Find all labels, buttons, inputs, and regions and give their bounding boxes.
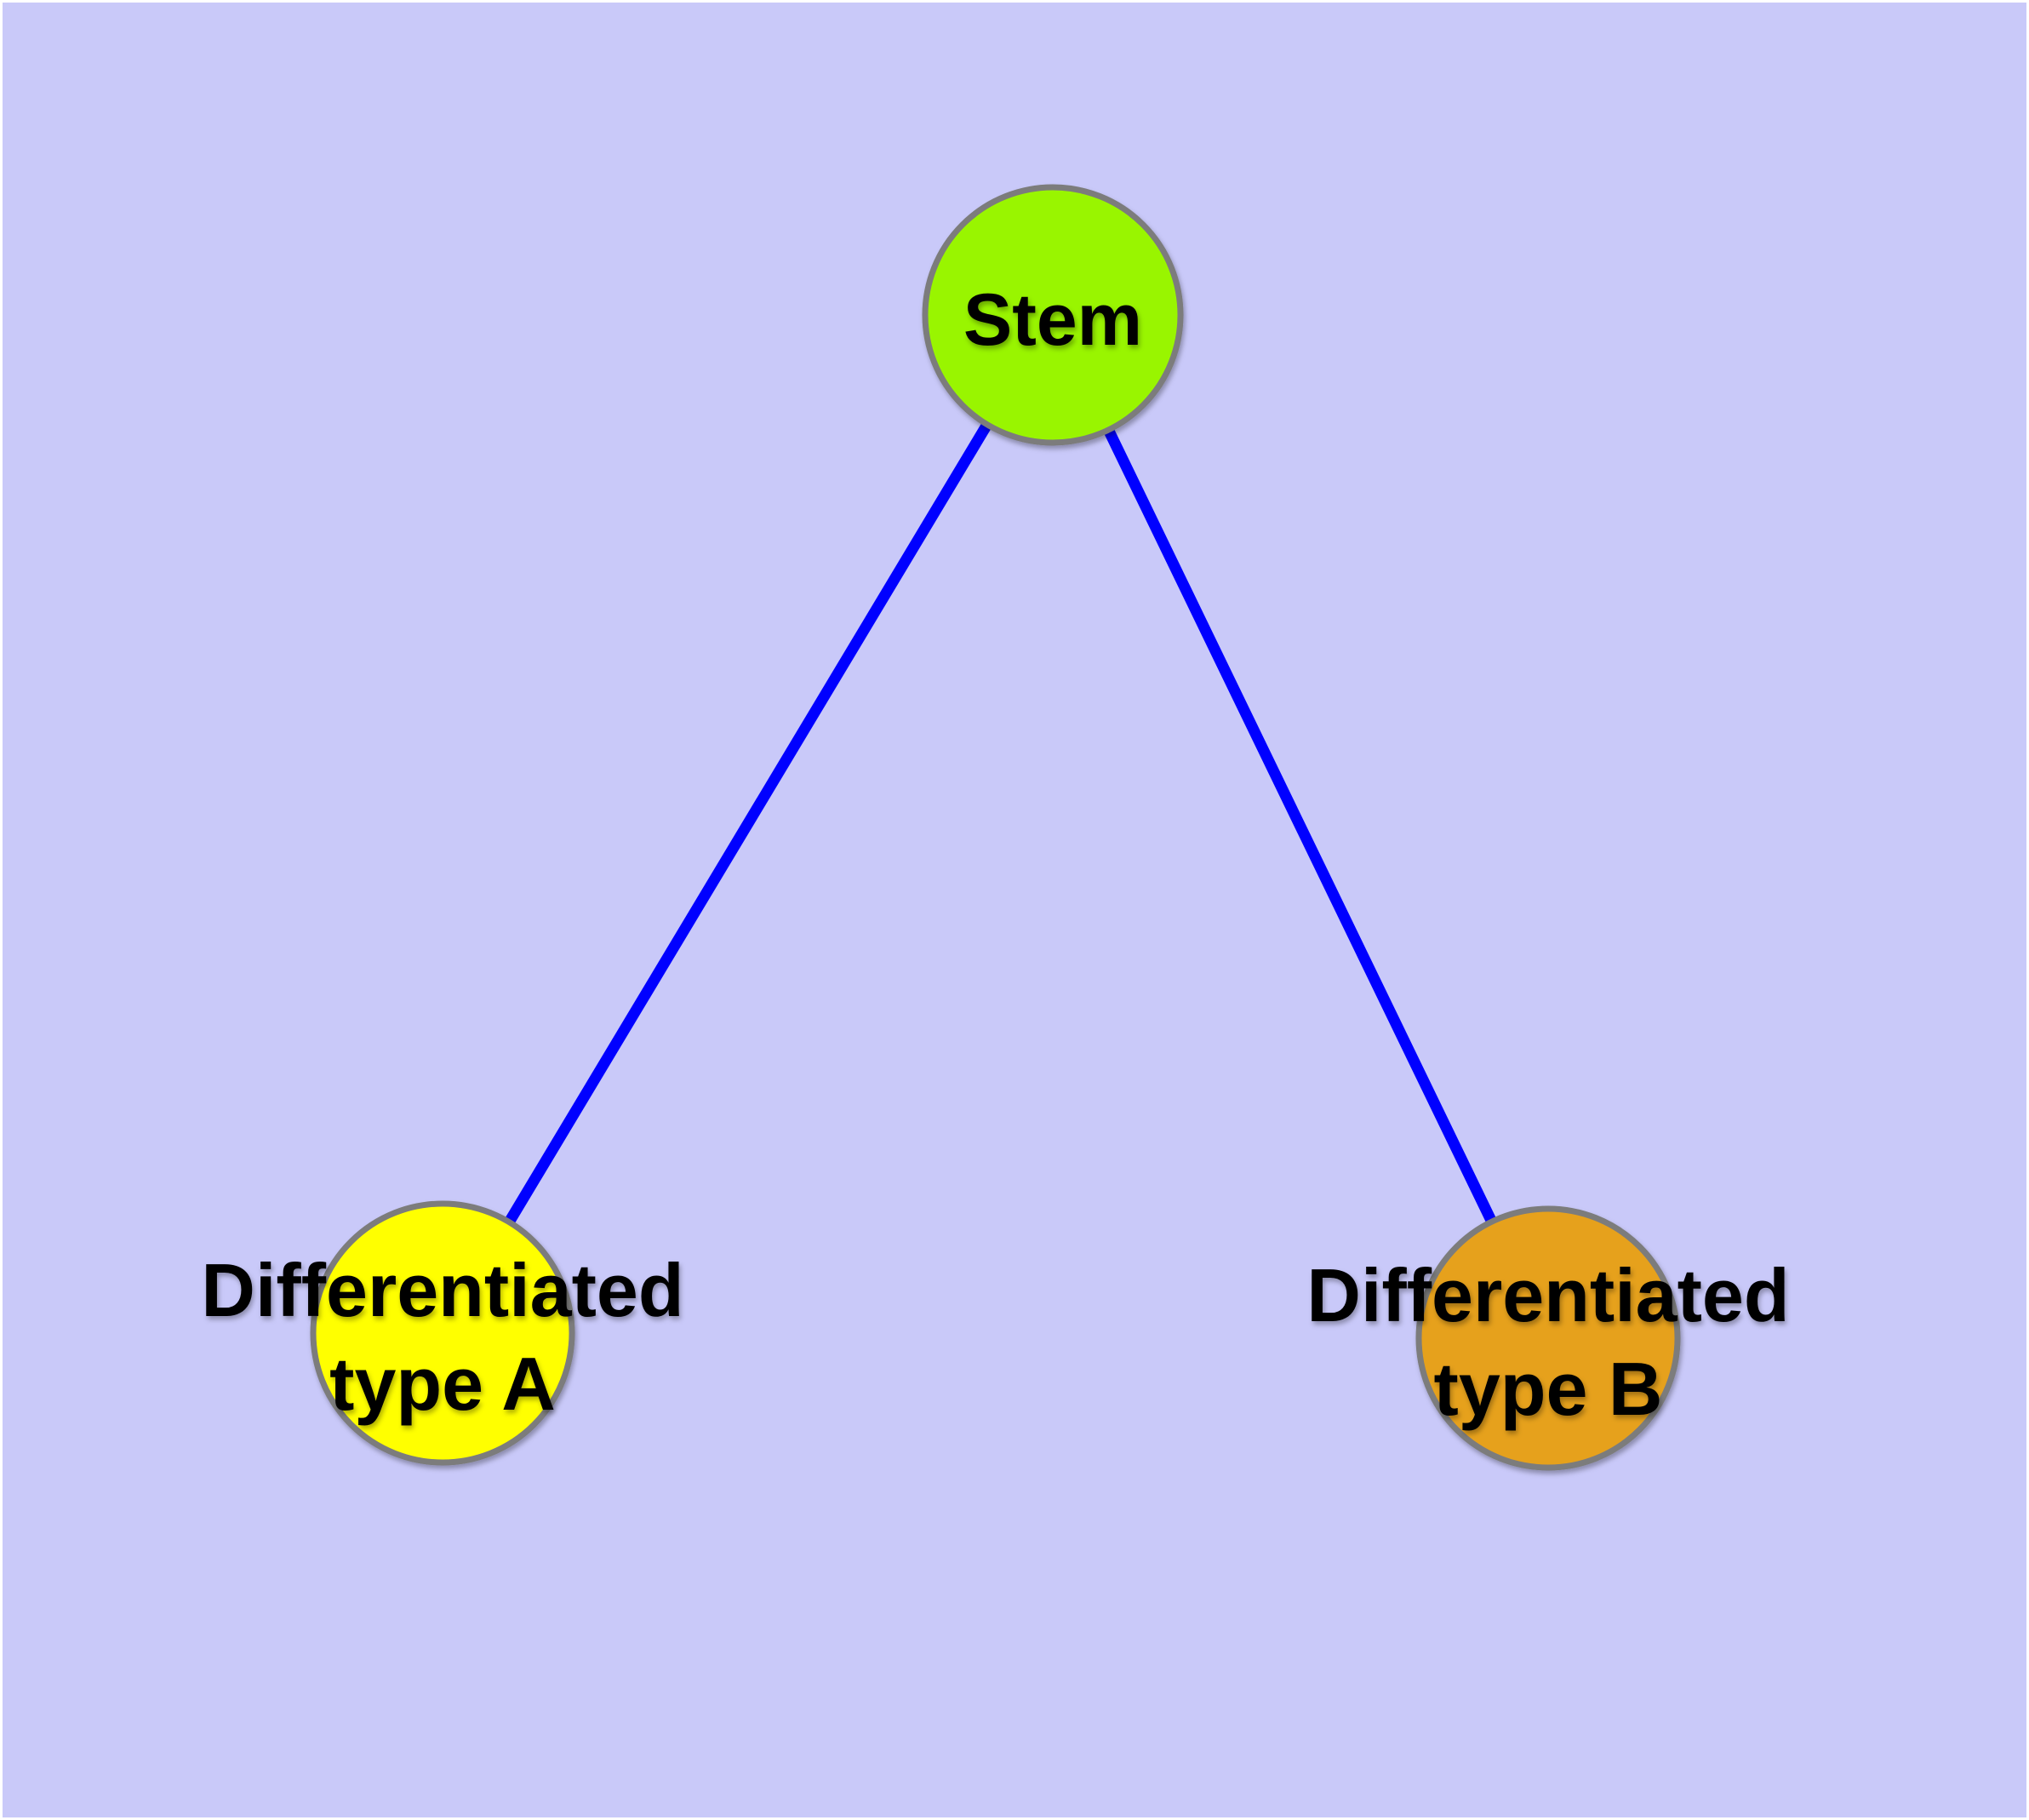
node-type-a-label-line2: type A xyxy=(329,1342,556,1426)
node-differentiated-type-a xyxy=(310,1200,575,1466)
node-stem xyxy=(922,184,1184,446)
node-stem-label: Stem xyxy=(963,279,1142,361)
edge-stem-to-type-a xyxy=(437,312,1058,1336)
node-type-b-label-line1: Differentiated xyxy=(1306,1253,1789,1337)
edge-stem-to-type-b xyxy=(1048,312,1553,1341)
node-type-b-label-line2: type B xyxy=(1434,1347,1663,1431)
node-type-a-label-line1: Differentiated xyxy=(201,1248,683,1332)
node-differentiated-type-b xyxy=(1415,1205,1681,1471)
